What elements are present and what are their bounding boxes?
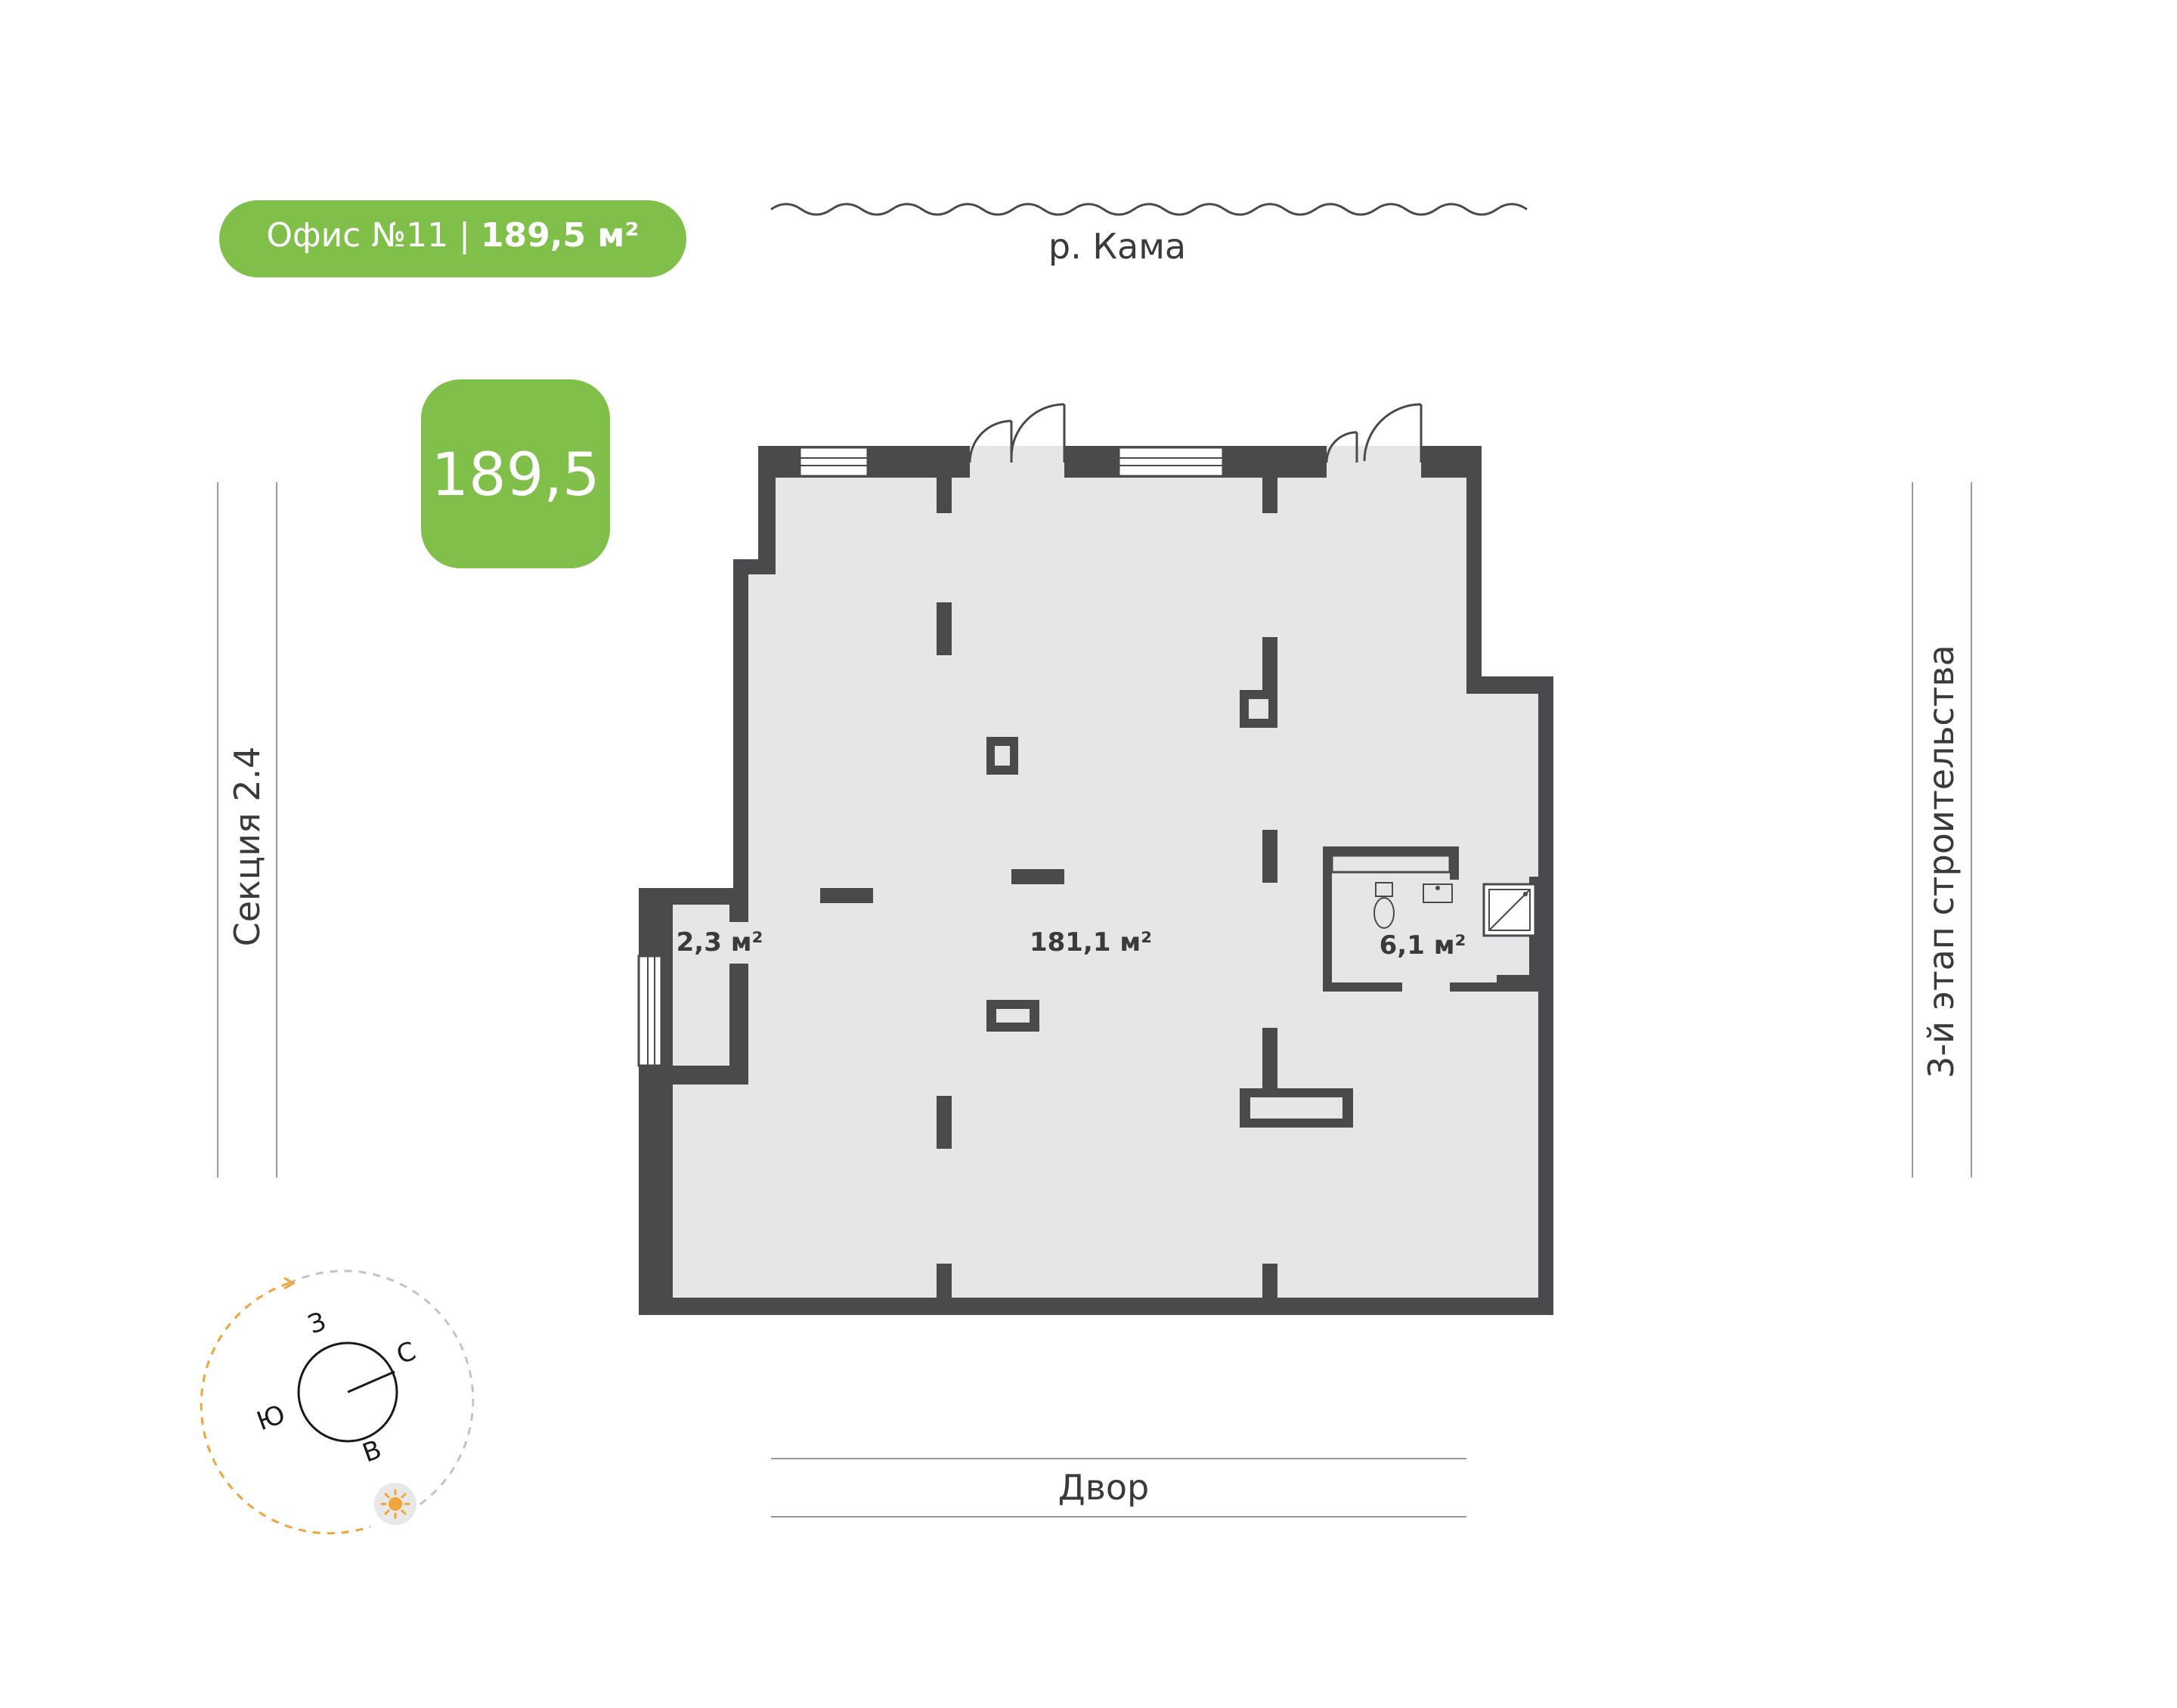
north-window-1 <box>798 446 869 478</box>
compass-needle <box>347 1370 395 1394</box>
sun-icon <box>374 1483 417 1525</box>
courtyard: Двор <box>771 1458 1466 1518</box>
north-label: р. Кама <box>1048 226 1186 267</box>
compass-east-label: В <box>358 1434 386 1469</box>
floor-area <box>673 478 1538 1298</box>
total-area-badge: 189,5 <box>421 379 610 568</box>
office-title-badge: Офис №11 | 189,5 м² <box>219 200 686 277</box>
office-area-label: 189,5 м² <box>481 216 639 255</box>
total-area-value: 189,5 <box>431 441 599 509</box>
floor-plan: 2,3 м² 181,1 м² 6,1 м² <box>637 403 1553 1315</box>
balcony-window <box>637 955 663 1067</box>
balcony-wall-inner-top <box>729 888 748 922</box>
column-hollows <box>995 699 1342 1119</box>
east-label: 3-й этап строительства <box>1921 645 1962 1078</box>
balcony-area-label: 2,3 м² <box>677 927 763 958</box>
compass: З С Ю В <box>200 1270 475 1535</box>
south-label: Двор <box>1058 1467 1149 1508</box>
balcony-wall-inner-bottom <box>729 964 748 1085</box>
section-west: Секция 2.4 <box>217 482 277 1177</box>
compass-north-label: С <box>392 1336 420 1371</box>
office-number-label: Офис №11 | <box>266 216 470 255</box>
door-opening-1 <box>970 446 1064 479</box>
door-left[interactable] <box>968 403 1066 463</box>
sun-path-arrow-icon <box>283 1276 296 1290</box>
door-right[interactable] <box>1325 403 1423 463</box>
west-label: Секция 2.4 <box>227 747 268 947</box>
bathroom <box>1323 846 1538 992</box>
north-window-2 <box>1117 446 1225 478</box>
sun-path <box>200 1282 371 1535</box>
sink-icon <box>1423 883 1453 903</box>
section-east: 3-й этап строительства <box>1912 482 1972 1177</box>
door-opening-2 <box>1327 446 1421 479</box>
office-title: Офис №11 | 189,5 м² <box>266 216 639 255</box>
river-kama: р. Кама <box>770 203 1528 267</box>
compass-south-label: Ю <box>252 1399 289 1437</box>
compass-west-label: З <box>304 1306 330 1340</box>
bathroom-area-label: 6,1 м² <box>1380 930 1466 961</box>
toilet-icon <box>1373 882 1395 929</box>
shower-icon <box>1482 883 1537 937</box>
main-hall-area-label: 181,1 м² <box>1030 927 1152 958</box>
balcony-wall-top <box>639 888 748 905</box>
river-wave-icon <box>770 203 1528 216</box>
